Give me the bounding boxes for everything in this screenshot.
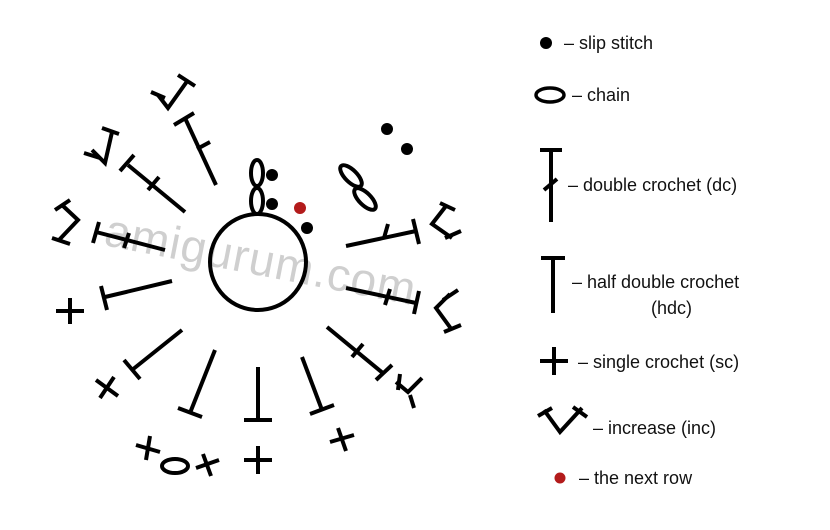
double-crochet-symbol <box>172 111 218 186</box>
increase-symbol <box>433 288 462 334</box>
legend-double-crochet-label: – double crochet (dc) <box>568 175 738 195</box>
half-double-crochet-symbol <box>99 279 173 311</box>
legend-chain-icon <box>534 86 566 104</box>
next-row-dot <box>294 202 306 214</box>
legend-half-double-crochet: – half double crochet <box>572 272 739 293</box>
legend-increase-label: – increase (inc) <box>593 418 717 438</box>
legend-next-row-icon <box>554 472 566 484</box>
increase-symbol <box>51 198 81 246</box>
slip-stitch-dot <box>401 143 413 155</box>
slip-stitch-dots <box>266 123 413 234</box>
half-double-crochet-symbol <box>300 356 335 416</box>
chain-stitch <box>352 186 378 212</box>
single-crochet-symbol <box>56 298 84 324</box>
legend-half-double-crochet-abbr-label: (hdc) <box>651 298 693 318</box>
legend-single-crochet-label: – single crochet (sc) <box>578 352 740 372</box>
legend-increase: – increase (inc) <box>593 418 716 439</box>
legend-slip-stitch: – slip stitch <box>564 33 653 54</box>
double-crochet-symbol <box>325 325 394 382</box>
increase-symbol <box>150 73 197 112</box>
chain-stitch <box>249 186 265 216</box>
legend-double-crochet-icon <box>540 148 562 222</box>
double-crochet-symbol <box>345 286 421 315</box>
half-double-crochet-symbol <box>122 328 184 381</box>
double-crochet-symbol <box>345 218 421 248</box>
single-crochet-symbol <box>94 375 120 400</box>
legend-chain: – chain <box>572 85 630 106</box>
slip-stitch-dot <box>266 198 278 210</box>
legend-next-row-label: – the next row <box>579 468 693 488</box>
single-crochet-symbol <box>195 453 220 477</box>
chain-stitch <box>160 457 190 475</box>
increase-symbol <box>429 201 462 240</box>
double-crochet-symbol <box>118 153 187 214</box>
chain-stitch <box>249 158 265 188</box>
half-double-crochet-symbol <box>177 349 217 419</box>
half-double-crochet-symbol <box>244 367 272 422</box>
single-crochet-symbol <box>135 435 161 461</box>
legend-increase-icon <box>537 405 589 436</box>
slip-stitch-dot <box>381 123 393 135</box>
legend-half-double-crochet-label: – half double crochet <box>572 272 740 292</box>
double-crochet-symbol <box>91 221 166 252</box>
increase-symbol <box>394 373 424 409</box>
increase-symbol <box>83 126 120 167</box>
legend-half-double-crochet-icon <box>541 256 565 313</box>
legend-slip-stitch-icon <box>540 37 552 49</box>
single-crochet-symbol <box>329 427 355 452</box>
legend-half-double-crochet-abbr: (hdc) <box>651 298 692 319</box>
chain-stitch <box>338 163 364 189</box>
single-crochet-symbol <box>244 446 272 474</box>
legend-single-crochet-icon <box>540 347 568 375</box>
legend-next-row: – the next row <box>579 468 692 489</box>
legend-slip-stitch-label: – slip stitch <box>564 33 654 53</box>
slip-stitch-dot <box>266 169 278 181</box>
legend-single-crochet: – single crochet (sc) <box>578 352 739 373</box>
watermark: amigurum.com <box>101 204 421 315</box>
slip-stitch-dot <box>301 222 313 234</box>
legend-double-crochet: – double crochet (dc) <box>568 175 737 196</box>
legend-chain-label: – chain <box>572 85 631 105</box>
